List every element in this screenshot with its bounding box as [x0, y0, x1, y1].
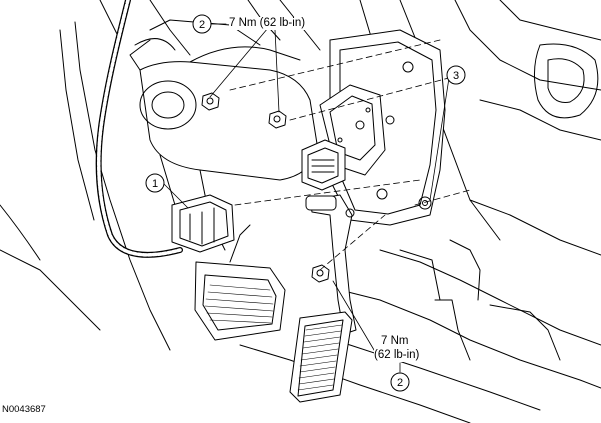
- callout-2-top-number: 2: [199, 19, 205, 31]
- callout-1-number: 1: [152, 178, 158, 190]
- callout-2-bottom-circle: [390, 372, 410, 392]
- torque-spec-top: 7 Nm (62 lb-in): [229, 17, 306, 30]
- accelerator-pedal-pad: [289, 311, 353, 403]
- alignment-lines: [229, 39, 471, 271]
- brake-pedal-pad: [194, 224, 286, 341]
- fastener-top-right: [268, 110, 287, 129]
- fastener-top-left: [201, 92, 220, 111]
- torque-spec-bottom-line1: 7 Nm: [381, 335, 409, 348]
- sensor-connector: [301, 139, 346, 191]
- fastener-lower: [311, 264, 330, 283]
- torque-spec-bottom-line2: (62 lb-in): [374, 349, 420, 362]
- callout-1-circle: [145, 173, 165, 193]
- electrical-connector: [171, 194, 235, 253]
- wire-harness: [95, 0, 183, 258]
- figure-id: N0043687: [2, 404, 46, 415]
- callout-2-bottom-number: 2: [397, 377, 403, 389]
- leader-lines: [162, 23, 450, 373]
- callout-2-top-circle: [192, 14, 212, 34]
- callout-3-circle: [446, 65, 466, 85]
- callout-3-number: 3: [453, 70, 459, 82]
